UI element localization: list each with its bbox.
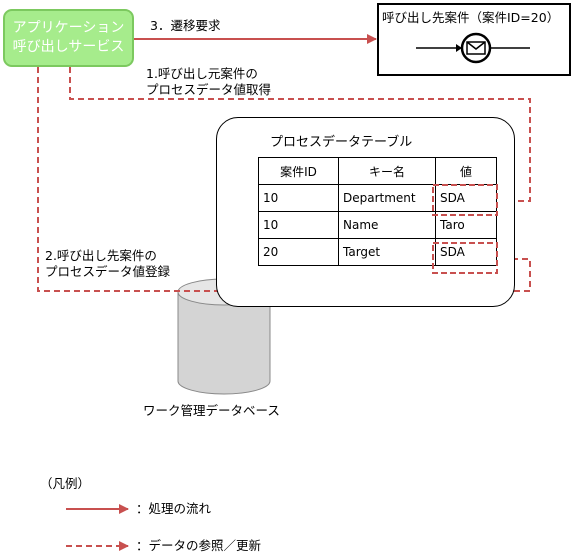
callee-case-box [377, 3, 571, 76]
get-data-label-line2: プロセスデータ値取得 [146, 82, 272, 97]
legend-title: （凡例） [40, 476, 91, 491]
get-data-label-line1: 1.呼び出し元案件の [146, 66, 258, 81]
header-case-id: 案件ID [258, 157, 339, 185]
get-data-dashed-arrow [69, 67, 531, 206]
target-value-highlight [432, 242, 498, 274]
cell-key-name: Name [338, 211, 436, 239]
table-title: プロセスデータテーブル [270, 135, 413, 150]
cell-key-name: Target [338, 238, 436, 266]
header-key-name: キー名 [338, 157, 436, 185]
cell-case-id: 10 [258, 211, 339, 239]
legend-dashed-label: ：データの参照／更新 [136, 538, 262, 553]
table-header-row: 案件ID キー名 値 [258, 157, 497, 185]
legend-solid-label: ：処理の流れ [136, 501, 212, 516]
set-data-dashed-arrow [37, 67, 531, 292]
source-value-highlight [432, 184, 498, 216]
table-row: 10 Name Taro [258, 211, 497, 239]
app-service-line1: アプリケーション [12, 20, 125, 36]
cell-value: SDA [435, 238, 497, 266]
cell-key-name: Department [338, 184, 436, 212]
database-label: ワーク管理データベース [143, 403, 280, 418]
cell-case-id: 10 [258, 184, 339, 212]
set-data-label-line2: プロセスデータ値登録 [45, 264, 171, 279]
callee-case-title: 呼び出し先案件（案件ID=20） [382, 10, 560, 25]
transition-label: 3．遷移要求 [150, 18, 221, 33]
header-value: 値 [435, 157, 497, 185]
table-row: 10 Department SDA [258, 184, 497, 212]
set-data-label-line1: 2.呼び出し先案件の [45, 248, 157, 263]
process-data-table: 案件ID キー名 値 10 Department SDA 10 Name Tar… [258, 157, 497, 266]
table-row: 20 Target SDA [258, 238, 497, 266]
cell-case-id: 20 [258, 238, 339, 266]
message-envelope-icon [416, 32, 530, 64]
app-service-line2: 呼び出しサービス [12, 39, 125, 55]
cell-value: SDA [435, 184, 497, 212]
application-service-box: アプリケーション 呼び出しサービス [3, 9, 134, 67]
